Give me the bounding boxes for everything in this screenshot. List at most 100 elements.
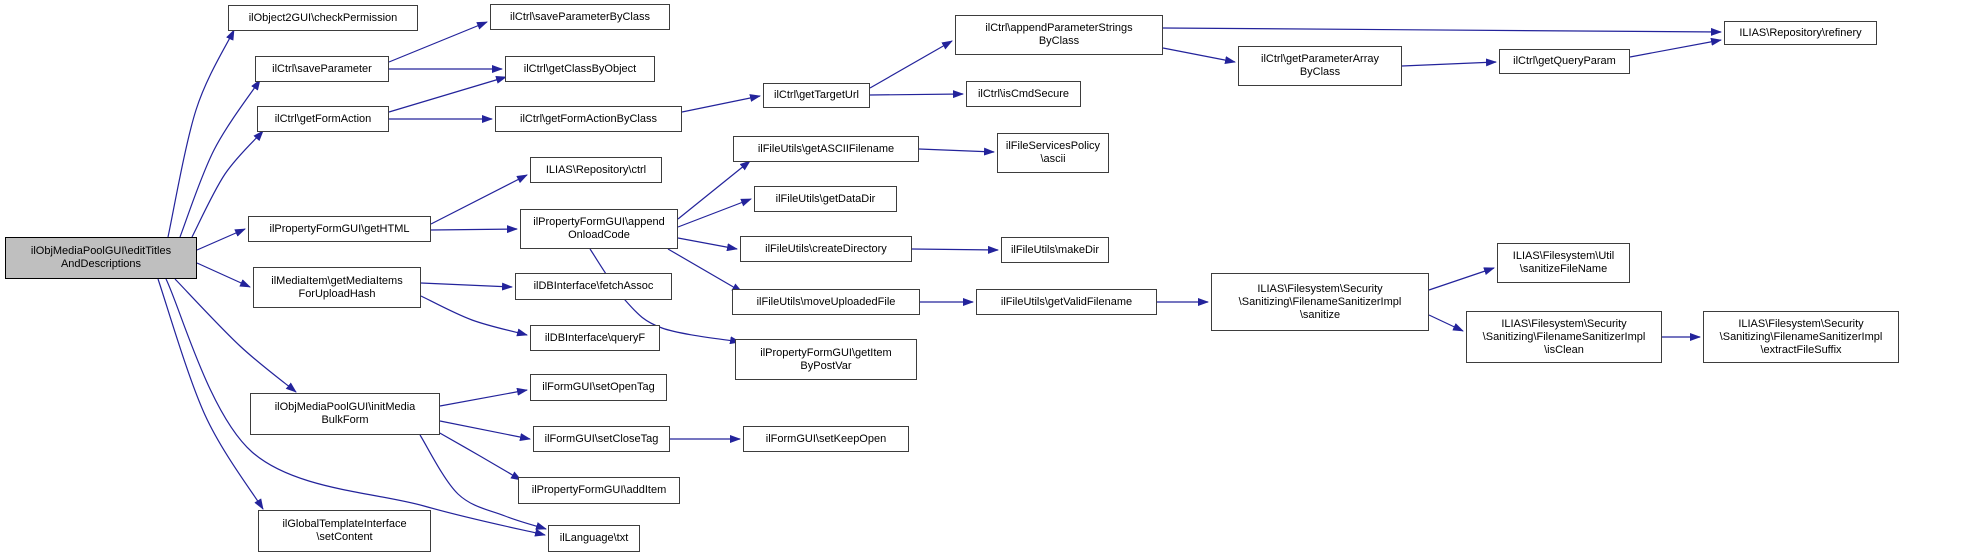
edge-get-html--repository-ctrl bbox=[430, 174, 528, 225]
node-make-dir[interactable]: ilFileUtils\makeDir bbox=[1001, 237, 1109, 263]
node-label-line: \ascii bbox=[1040, 153, 1066, 165]
node-label-line: ILIAS\Filesystem\Security bbox=[1738, 317, 1864, 330]
node-set-close-tag[interactable]: ilFormGUI\setCloseTag bbox=[533, 426, 670, 452]
node-filename-sanitizer-is-clean[interactable]: ILIAS\Filesystem\Security\Sanitizing\Fil… bbox=[1466, 311, 1662, 363]
node-filename-sanitizer-sanitize[interactable]: ILIAS\Filesystem\Security\Sanitizing\Fil… bbox=[1211, 273, 1429, 331]
node-util-sanitize-file-name[interactable]: ILIAS\Filesystem\Util\sanitizeFileName bbox=[1497, 243, 1630, 283]
node-get-class-by-object[interactable]: ilCtrl\getClassByObject bbox=[505, 56, 655, 82]
node-label-line: \isClean bbox=[1544, 343, 1584, 356]
edge-append-onload-code--get-ascii-filename bbox=[677, 160, 751, 220]
node-label-line: ilFileUtils\getValidFilename bbox=[1000, 295, 1133, 308]
node-save-parameter-by-class[interactable]: ilCtrl\saveParameterByClass bbox=[490, 4, 670, 30]
edge-edit-titles-and-descriptions--get-media-items-for-upload-hash bbox=[196, 262, 251, 288]
node-label-line: ilPropertyFormGUI\addItem bbox=[531, 484, 667, 496]
node-label-line: ByClass bbox=[1038, 35, 1080, 47]
node-label-line: ilObjMediaPoolGUI\initMedia bbox=[274, 401, 416, 413]
edge-create-directory--make-dir bbox=[911, 245, 999, 254]
node-get-form-action-by-class[interactable]: ilCtrl\getFormActionByClass bbox=[495, 106, 682, 132]
node-label-line: ilLanguage\txt bbox=[559, 532, 629, 544]
node-label-line: ilCtrl\getClassByObject bbox=[523, 62, 637, 75]
node-label-line: \sanitize bbox=[1299, 308, 1341, 321]
node-label-line: ILIAS\Filesystem\Security bbox=[1501, 317, 1627, 330]
edge-edit-titles-and-descriptions--init-media-bulk-form bbox=[174, 278, 297, 393]
node-label-line: \Sanitizing\FilenameSanitizerImpl bbox=[1238, 295, 1402, 308]
node-label-line: ilCtrl\getTargetUrl bbox=[774, 89, 859, 101]
edge-save-parameter--save-parameter-by-class bbox=[388, 21, 488, 63]
edge-edit-titles-and-descriptions--get-form-action bbox=[191, 130, 264, 238]
node-label-line: ILIAS\Repository\ctrl bbox=[545, 163, 647, 176]
node-fetch-assoc[interactable]: ilDBInterface\fetchAssoc bbox=[515, 273, 672, 300]
node-language-txt[interactable]: ilLanguage\txt bbox=[548, 525, 640, 552]
edge-get-target-url--is-cmd-secure bbox=[869, 90, 964, 99]
edge-filename-sanitizer-sanitize--util-sanitize-file-name bbox=[1428, 267, 1495, 291]
node-get-html[interactable]: ilPropertyFormGUI\getHTML bbox=[248, 216, 431, 242]
edge-filename-sanitizer-sanitize--filename-sanitizer-is-clean bbox=[1428, 314, 1464, 332]
node-label-line: \setContent bbox=[316, 531, 373, 543]
edge-edit-titles-and-descriptions--save-parameter bbox=[179, 79, 261, 238]
node-set-open-tag[interactable]: ilFormGUI\setOpenTag bbox=[530, 374, 667, 401]
edge-get-html--append-onload-code bbox=[430, 225, 518, 234]
node-label-line: ilPropertyFormGUI\append bbox=[533, 216, 665, 228]
edge-get-target-url--append-parameter-strings-by-class bbox=[869, 40, 953, 89]
node-label-line: ilCtrl\appendParameterStrings bbox=[985, 22, 1133, 34]
node-filename-sanitizer-extract-file-suffix[interactable]: ILIAS\Filesystem\Security\Sanitizing\Fil… bbox=[1703, 311, 1899, 363]
edge-edit-titles-and-descriptions--language-txt bbox=[165, 278, 546, 537]
node-label-line: \extractFileSuffix bbox=[1760, 343, 1842, 356]
node-label-line: ilFileUtils\moveUploadedFile bbox=[756, 295, 896, 308]
node-query-f[interactable]: ilDBInterface\queryF bbox=[530, 325, 660, 351]
node-label-line: ilFileServicesPolicy bbox=[1005, 140, 1101, 152]
node-label-line: ILIAS\Repository\refinery bbox=[1739, 26, 1862, 39]
edge-init-media-bulk-form--language-txt bbox=[419, 434, 547, 530]
node-label-line: ilFormGUI\setKeepOpen bbox=[765, 432, 887, 445]
node-label-line: ilDBInterface\fetchAssoc bbox=[533, 280, 654, 292]
node-get-query-param[interactable]: ilCtrl\getQueryParam bbox=[1499, 49, 1630, 74]
edge-get-media-items-for-upload-hash--query-f bbox=[420, 295, 528, 337]
node-label-line: ilFileUtils\createDirectory bbox=[765, 242, 887, 255]
node-get-ascii-filename[interactable]: ilFileUtils\getASCIIFilename bbox=[733, 136, 919, 162]
node-check-permission[interactable]: ilObject2GUI\checkPermission bbox=[228, 5, 418, 31]
node-get-target-url[interactable]: ilCtrl\getTargetUrl bbox=[763, 83, 870, 108]
node-create-directory[interactable]: ilFileUtils\createDirectory bbox=[740, 236, 912, 262]
node-set-content[interactable]: ilGlobalTemplateInterface\setContent bbox=[258, 510, 431, 552]
node-is-cmd-secure[interactable]: ilCtrl\isCmdSecure bbox=[966, 81, 1081, 107]
edge-get-ascii-filename--file-services-policy-ascii bbox=[918, 147, 995, 156]
node-get-form-action[interactable]: ilCtrl\getFormAction bbox=[257, 106, 389, 132]
node-save-parameter[interactable]: ilCtrl\saveParameter bbox=[255, 56, 389, 82]
node-repository-ctrl[interactable]: ILIAS\Repository\ctrl bbox=[530, 157, 662, 183]
node-label-line: \Sanitizing\FilenameSanitizerImpl bbox=[1482, 330, 1646, 343]
node-label-line: BulkForm bbox=[321, 414, 369, 426]
node-label-line: ilFileUtils\getDataDir bbox=[775, 192, 876, 205]
edge-get-form-action-by-class--get-target-url bbox=[681, 94, 761, 113]
node-move-uploaded-file[interactable]: ilFileUtils\moveUploadedFile bbox=[732, 289, 920, 315]
edge-append-onload-code--get-data-dir bbox=[677, 198, 752, 228]
node-get-valid-filename[interactable]: ilFileUtils\getValidFilename bbox=[976, 289, 1157, 315]
edge-get-form-action--get-class-by-object bbox=[388, 76, 507, 113]
node-label-line: ByPostVar bbox=[800, 359, 852, 372]
edge-get-parameter-array-by-class--get-query-param bbox=[1401, 58, 1497, 67]
node-label-line: ByClass bbox=[1299, 66, 1341, 78]
node-get-data-dir[interactable]: ilFileUtils\getDataDir bbox=[754, 186, 897, 212]
node-label-line: ilCtrl\saveParameterByClass bbox=[510, 10, 650, 23]
node-add-item[interactable]: ilPropertyFormGUI\addItem bbox=[518, 477, 680, 504]
node-label-line: ilFormGUI\setOpenTag bbox=[542, 381, 655, 393]
node-file-services-policy-ascii[interactable]: ilFileServicesPolicy\ascii bbox=[997, 133, 1109, 173]
node-label-line: ilCtrl\isCmdSecure bbox=[977, 87, 1070, 100]
node-set-keep-open[interactable]: ilFormGUI\setKeepOpen bbox=[743, 426, 909, 452]
node-label-line: ilMediaItem\getMediaItems bbox=[271, 274, 403, 287]
edge-append-onload-code--create-directory bbox=[677, 237, 738, 252]
edge-init-media-bulk-form--set-open-tag bbox=[439, 387, 528, 407]
node-label-line: ilObjMediaPoolGUI\editTitles bbox=[30, 245, 172, 257]
node-label-line: ilCtrl\getFormAction bbox=[274, 112, 372, 125]
edge-append-onload-code--move-uploaded-file bbox=[667, 248, 743, 293]
node-label-line: ILIAS\Filesystem\Security bbox=[1257, 282, 1383, 295]
node-repository-refinery[interactable]: ILIAS\Repository\refinery bbox=[1724, 21, 1877, 45]
node-label-line: ilGlobalTemplateInterface bbox=[282, 518, 407, 530]
